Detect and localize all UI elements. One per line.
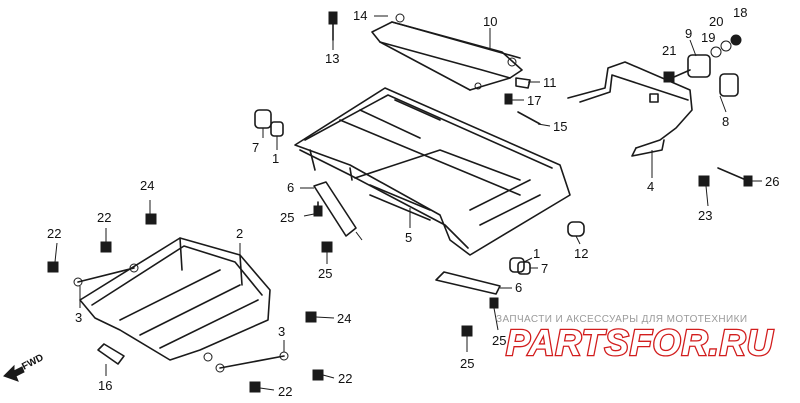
part-3-rod-lower [215, 351, 289, 373]
callout-22-d: 22 [278, 384, 292, 399]
callout-17: 17 [527, 93, 541, 108]
part-22-bolt-a [47, 261, 59, 273]
callout-5: 5 [405, 230, 412, 245]
part-22-bolt-b [100, 241, 112, 253]
watermark-logo: PARTSFOR.RU [506, 322, 774, 363]
part-17-bolt [504, 93, 513, 105]
part-12-bushing [567, 221, 585, 237]
callout-1-lower: 1 [533, 246, 540, 261]
part-25-bolt-top [313, 201, 323, 217]
callout-16: 16 [98, 378, 112, 393]
callout-14: 14 [353, 8, 367, 23]
callout-12: 12 [574, 246, 588, 261]
part-6-stay-top [313, 181, 363, 241]
part-24-bolt-lower [305, 311, 317, 323]
callout-7-top: 7 [252, 140, 259, 155]
part-22-bolt-c [312, 369, 324, 381]
callout-1-top: 1 [272, 151, 279, 166]
leader-lines [54, 15, 762, 391]
part-25-nut-mid [321, 241, 333, 253]
fwd-label: FWD [20, 352, 45, 372]
callout-26: 26 [765, 174, 779, 189]
part-20-washer [720, 40, 732, 52]
callout-21: 21 [662, 43, 676, 58]
callout-15: 15 [553, 119, 567, 134]
callout-6-lower: 6 [515, 280, 522, 295]
part-8-block [719, 73, 739, 97]
part-11-clip [515, 77, 531, 89]
part-3-rod-top [73, 263, 139, 287]
callout-24-top: 24 [140, 178, 154, 193]
callout-24-lower: 24 [337, 311, 351, 326]
part-2-front-rack [79, 237, 271, 362]
callout-25-right: 25 [492, 333, 506, 348]
part-19-washer [710, 46, 722, 58]
watermark-tagline: ЗАПЧАСТИ И АКСЕССУАРЫ ДЛЯ МОТОТЕХНИКИ [496, 314, 747, 325]
part-10-frame [371, 13, 523, 91]
callout-3-lower: 3 [278, 324, 285, 339]
part-16-grip [97, 343, 125, 365]
callout-19: 19 [701, 30, 715, 45]
callout-labels: 14 13 10 11 17 15 9 20 18 19 21 8 4 26 2… [47, 5, 779, 399]
callout-13: 13 [325, 51, 339, 66]
callout-3-left: 3 [75, 310, 82, 325]
callout-10: 10 [483, 14, 497, 29]
part-25-bolt-lower [461, 297, 499, 337]
callout-25-mid: 25 [318, 266, 332, 281]
part-21-bolt [663, 69, 691, 83]
callout-20: 20 [709, 14, 723, 29]
callout-11: 11 [543, 75, 557, 90]
part-15-pin [517, 111, 541, 125]
part-5-rear-rack [294, 87, 571, 256]
callout-25-top: 25 [280, 210, 294, 225]
part-23-bolt [698, 175, 710, 187]
callout-6-top: 6 [287, 180, 294, 195]
watermark: ЗАПЧАСТИ И АКСЕССУАРЫ ДЛЯ МОТОТЕХНИКИ PA… [496, 314, 774, 364]
fwd-arrow-icon [3, 364, 25, 382]
part-6-stay-lower [435, 271, 501, 295]
callout-7-lower: 7 [541, 261, 548, 276]
callout-22-b: 22 [97, 210, 111, 225]
callout-23: 23 [698, 208, 712, 223]
part-7-bushing-top [254, 109, 284, 137]
part-26-bolt [717, 167, 753, 187]
callout-4: 4 [647, 179, 654, 194]
part-24-bolt [145, 213, 157, 225]
callout-18: 18 [733, 5, 747, 20]
callout-2: 2 [236, 226, 243, 241]
callout-25-lower: 25 [460, 356, 474, 371]
part-9-nut [687, 54, 711, 78]
part-18-nut [730, 34, 742, 46]
callout-8: 8 [722, 114, 729, 129]
callout-22-a: 22 [47, 226, 61, 241]
callout-9: 9 [685, 26, 692, 41]
callout-22-c: 22 [338, 371, 352, 386]
part-22-bolt-d [249, 381, 261, 393]
part-13-bolt [328, 11, 338, 41]
part-4-bracket [567, 61, 693, 157]
